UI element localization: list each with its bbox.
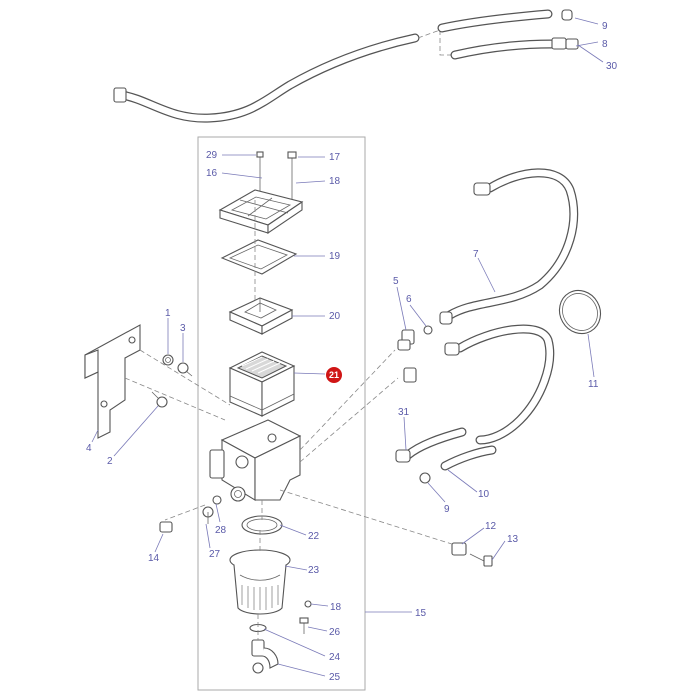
label-18-top[interactable]: 18 [329,176,341,187]
hose-9-top[interactable] [437,9,573,33]
gasket-19[interactable] [220,239,298,275]
label-17[interactable]: 17 [329,152,341,163]
label-31[interactable]: 31 [398,407,410,418]
label-13[interactable]: 13 [507,534,519,545]
connector-lower[interactable] [403,367,417,383]
label-9-top[interactable]: 9 [602,21,608,32]
label-7[interactable]: 7 [473,249,479,260]
label-5[interactable]: 5 [393,276,399,287]
label-22[interactable]: 22 [308,531,320,542]
drain-valve-25[interactable] [251,639,279,674]
bolt-14[interactable] [159,521,173,533]
label-24[interactable]: 24 [329,652,341,663]
label-18-lower[interactable]: 18 [330,602,342,613]
bolt-2[interactable] [151,391,168,408]
label-1[interactable]: 1 [165,308,171,319]
filter-element-21[interactable] [228,351,296,417]
filter-cover-plate[interactable] [218,189,304,235]
label-2[interactable]: 2 [107,456,113,467]
label-21[interactable]: 21 [329,370,339,380]
screw-26[interactable] [299,617,309,634]
label-25[interactable]: 25 [329,672,341,683]
screw-18-lower[interactable] [304,600,312,608]
connector-5[interactable] [397,329,415,351]
label-4[interactable]: 4 [86,443,92,454]
highlight-marker [326,367,342,383]
fuel-pipe-top[interactable] [113,29,455,123]
clamp-11[interactable] [552,283,609,341]
label-8[interactable]: 8 [602,39,608,50]
element-holder-20[interactable] [228,297,294,335]
nut-9-lower[interactable] [419,472,431,484]
label-20[interactable]: 20 [329,311,341,322]
label-26[interactable]: 26 [329,627,341,638]
label-9-lower[interactable]: 9 [444,504,450,515]
label-19[interactable]: 19 [329,251,341,262]
hose-lower-right[interactable] [444,324,555,445]
hose-7[interactable] [439,168,579,325]
fitting-12[interactable] [451,542,467,556]
hose-31[interactable] [395,427,467,463]
label-29[interactable]: 29 [206,150,218,161]
label-23[interactable]: 23 [308,565,320,576]
hose-10[interactable] [440,445,497,471]
filter-head[interactable] [209,419,302,502]
bolt-13[interactable] [469,553,493,567]
bolt-3[interactable] [177,362,193,377]
label-3[interactable]: 3 [180,323,186,334]
bleed-screw-28[interactable] [202,495,222,524]
mounting-bracket-4[interactable] [84,324,141,439]
filter-bowl-23[interactable] [229,549,291,615]
label-30[interactable]: 30 [606,61,618,72]
label-14[interactable]: 14 [148,553,160,564]
label-10[interactable]: 10 [478,489,490,500]
label-11[interactable]: 11 [588,379,599,390]
nut-1[interactable] [162,354,174,366]
label-12[interactable]: 12 [485,521,497,532]
assembly-frame [197,136,366,691]
label-27[interactable]: 27 [209,549,221,560]
leader-lines [91,17,604,677]
label-6[interactable]: 6 [406,294,412,305]
label-15[interactable]: 15 [415,608,427,619]
highlighted-callout-21[interactable]: 21 [326,367,342,383]
washer-6[interactable] [423,325,433,335]
hose-8[interactable] [450,37,579,60]
screw-17[interactable] [287,151,297,200]
label-28[interactable]: 28 [215,525,227,536]
part-number-labels: 9 8 30 29 17 16 18 19 20 7 5 6 11 1 3 4 … [86,21,618,683]
label-16[interactable]: 16 [206,168,218,179]
